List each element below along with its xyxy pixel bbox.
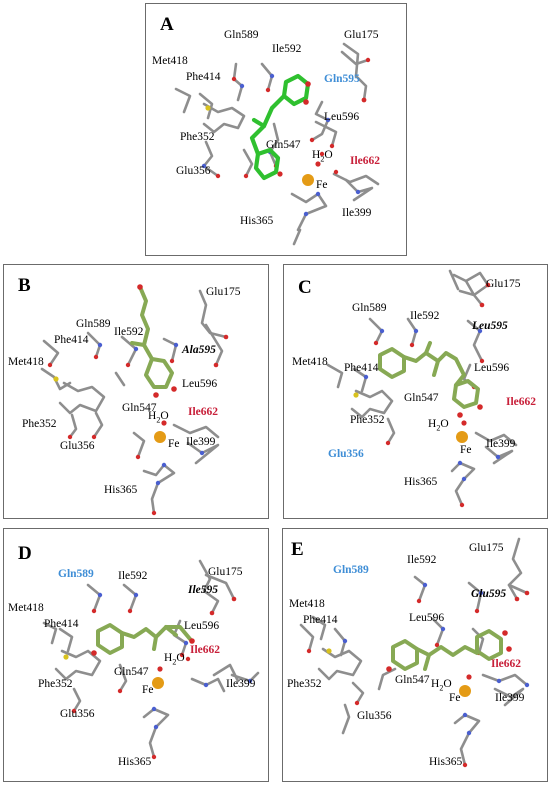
residue-label: Leu595 xyxy=(472,320,508,332)
residue-label: Phe352 xyxy=(38,678,73,690)
residue-label: Phe352 xyxy=(287,678,322,690)
residue-label: Ile662 xyxy=(506,396,537,408)
residue-label: Glu356 xyxy=(357,710,392,722)
residue-label: Ile662 xyxy=(190,644,221,656)
residue-label: Ile592 xyxy=(407,554,437,566)
residue-label: Glu356 xyxy=(328,448,364,460)
panel-label: E xyxy=(291,539,304,560)
residue-label: Glu175 xyxy=(206,286,241,298)
residue-label: Met418 xyxy=(8,356,44,368)
water-label: H2O xyxy=(428,418,449,433)
panel-e-structure xyxy=(299,537,530,768)
residue-label: Ile595 xyxy=(188,584,219,596)
residue-label: Ile592 xyxy=(272,43,302,55)
residue-label: Ile399 xyxy=(486,438,516,450)
panel-a: A Gln589 Ile592 Glu175 Met418 Phe414 Gln… xyxy=(145,3,407,256)
iron-label: Fe xyxy=(316,179,328,191)
panel-b: B Glu175 Gln589 Phe414 Ile592 Ala595 Met… xyxy=(3,264,269,519)
iron-label: Fe xyxy=(168,438,180,450)
residue-label: Gln589 xyxy=(224,29,259,41)
residue-label: Gln589 xyxy=(333,564,369,576)
residue-label: Gln547 xyxy=(122,402,157,414)
panel-b-structure xyxy=(40,284,229,516)
residue-label: Ile592 xyxy=(410,310,440,322)
residue-label: His365 xyxy=(429,756,463,768)
water-label: H2O xyxy=(164,652,185,667)
residue-label: Gln547 xyxy=(395,674,430,686)
residue-label: Phe414 xyxy=(54,334,89,346)
residue-label: Phe414 xyxy=(303,614,338,626)
water-label: H2O xyxy=(431,678,452,693)
residue-label: Ile399 xyxy=(186,436,216,448)
residue-label: Phe352 xyxy=(22,418,57,430)
residue-label: Leu596 xyxy=(474,362,510,374)
panel-a-structure xyxy=(174,42,380,246)
panel-label: A xyxy=(160,14,174,35)
water-label: H2O xyxy=(312,149,333,164)
residue-label: Met418 xyxy=(8,602,44,614)
residue-label: Ile399 xyxy=(342,207,372,219)
residue-label: Gln547 xyxy=(404,392,439,404)
residue-label: Glu356 xyxy=(60,708,95,720)
residue-label: Gln589 xyxy=(76,318,111,330)
residue-label: Ile399 xyxy=(495,692,525,704)
residue-label: Phe414 xyxy=(344,362,379,374)
panel-label: C xyxy=(298,277,312,298)
panel-d-structure xyxy=(42,559,260,760)
residue-label: Leu596 xyxy=(409,612,445,624)
residue-label: Glu175 xyxy=(208,566,243,578)
residue-label: Phe414 xyxy=(44,618,79,630)
residue-label: Glu175 xyxy=(469,542,504,554)
residue-label: Gln547 xyxy=(114,666,149,678)
residue-label: Gln595 xyxy=(324,73,360,85)
residue-label: His365 xyxy=(240,215,274,227)
residue-label: Phe352 xyxy=(350,414,385,426)
residue-label: Glu356 xyxy=(60,440,95,452)
panel-c: C Glu175 Gln589 Ile592 Leu595 Met418 Leu… xyxy=(283,264,548,519)
residue-label: Ile592 xyxy=(118,570,148,582)
residue-label: Gln547 xyxy=(266,139,301,151)
residue-label: Met418 xyxy=(292,356,328,368)
residue-label: Phe352 xyxy=(180,131,215,143)
residue-label: Ile592 xyxy=(114,326,144,338)
residue-label: Ile662 xyxy=(491,658,522,670)
residue-label: Met418 xyxy=(289,598,325,610)
panel-e: E Gln589 Ile592 Glu175 Glu595 Met418 Phe… xyxy=(282,528,548,782)
residue-label: Met418 xyxy=(152,55,188,67)
residue-label: Glu356 xyxy=(176,165,211,177)
panel-label: B xyxy=(18,275,31,296)
residue-label: Ile399 xyxy=(226,678,256,690)
panel-label: D xyxy=(18,543,32,564)
residue-label: Glu595 xyxy=(471,588,507,600)
residue-label: Leu596 xyxy=(182,378,218,390)
residue-label: Ile662 xyxy=(350,155,381,167)
residue-label: His365 xyxy=(118,756,152,768)
residue-label: Ile662 xyxy=(188,406,219,418)
iron-label: Fe xyxy=(142,684,154,696)
panel-c-structure xyxy=(326,269,518,508)
residue-label: Ala595 xyxy=(182,344,216,356)
residue-label: His365 xyxy=(104,484,138,496)
iron-label: Fe xyxy=(460,444,472,456)
residue-label: Leu596 xyxy=(184,620,220,632)
residue-label: Gln589 xyxy=(58,568,94,580)
residue-label: Glu175 xyxy=(486,278,521,290)
water-label: H2O xyxy=(148,410,169,425)
iron-label: Fe xyxy=(449,692,461,704)
residue-label: Gln589 xyxy=(352,302,387,314)
residue-label: His365 xyxy=(404,476,438,488)
residue-label: Phe414 xyxy=(186,71,221,83)
residue-label: Leu596 xyxy=(324,111,360,123)
residue-label: Glu175 xyxy=(344,29,379,41)
panel-d: D Gln589 Ile592 Glu175 Ile595 Met418 Phe… xyxy=(3,528,269,782)
